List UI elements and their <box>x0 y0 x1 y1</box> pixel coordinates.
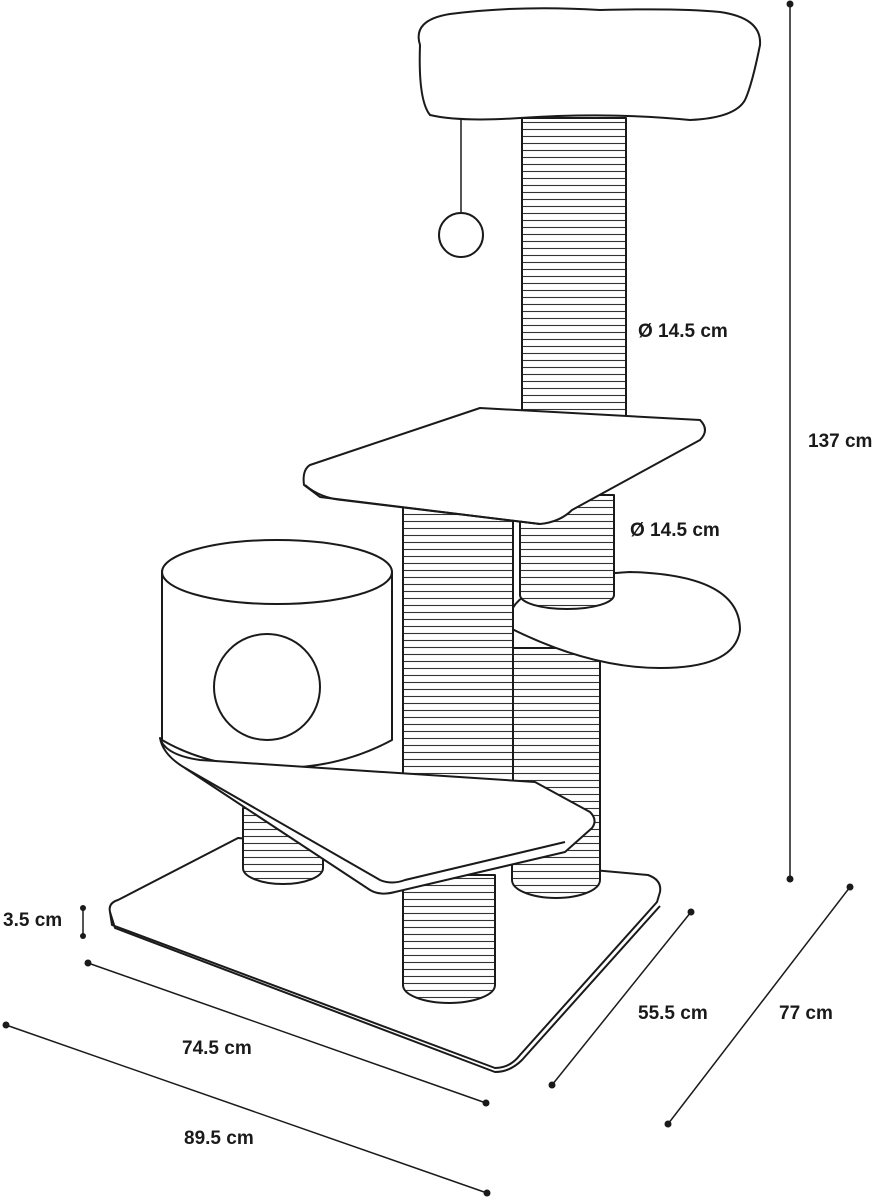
base-width-label: 74.5 cm <box>182 1038 252 1059</box>
middle-platform <box>302 407 706 525</box>
base-platform <box>108 837 662 1073</box>
top-post-diameter-label: Ø 14.5 cm <box>638 321 728 342</box>
cat-house-entrance <box>213 633 321 741</box>
ramp-platform <box>159 737 596 895</box>
overall-width-label: 89.5 cm <box>184 1128 254 1149</box>
scratching-post-front-bottom <box>402 874 496 1004</box>
dangling-ball-toy <box>438 118 484 258</box>
top-bed <box>417 7 762 121</box>
height-label: 137 cm <box>808 431 873 452</box>
base-thickness-label: 3.5 cm <box>3 910 63 931</box>
cat-house <box>161 539 393 769</box>
middle-post-diameter-label: Ø 14.5 cm <box>630 520 720 541</box>
base-depth-label: 55.5 cm <box>638 1003 708 1024</box>
overall-depth-label: 77 cm <box>779 1003 833 1024</box>
scratching-post-top <box>521 117 627 435</box>
dimension-lines <box>2 0 854 1197</box>
